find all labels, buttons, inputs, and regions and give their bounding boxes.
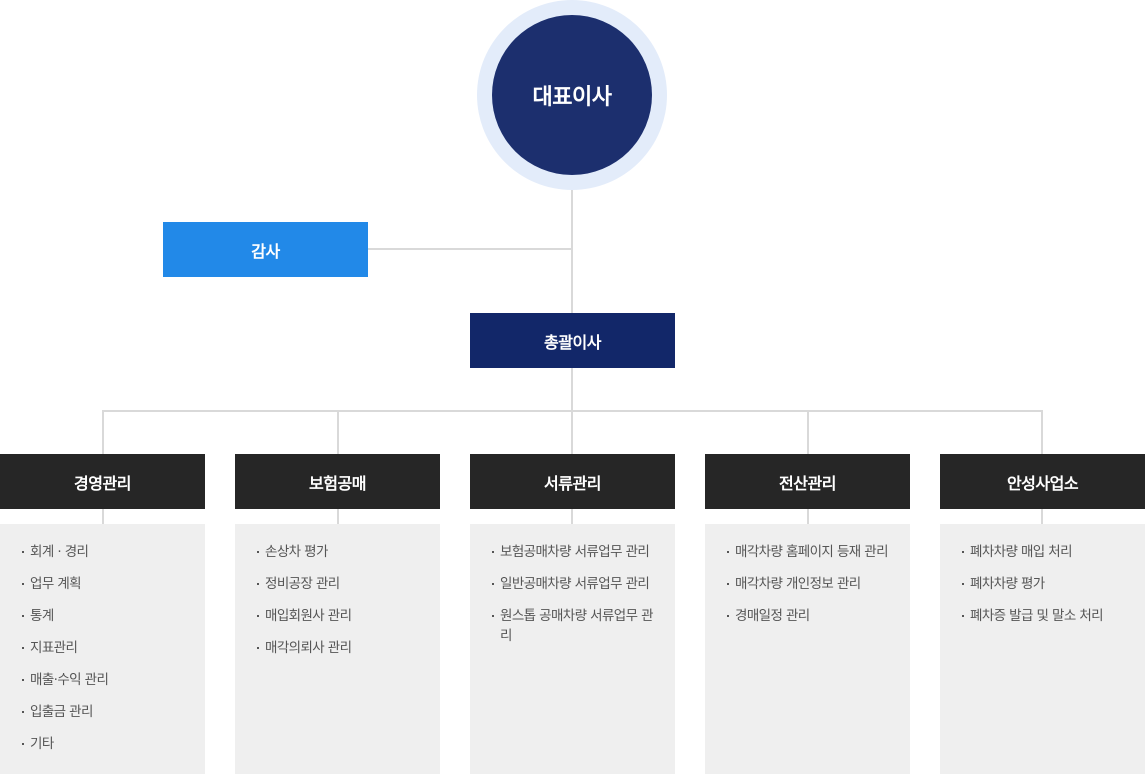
duty-item: 통계 bbox=[22, 606, 191, 626]
duty-item: 폐차증 발급 및 말소 처리 bbox=[962, 606, 1131, 626]
department-insurance-auction-duties: 손상차 평가 정비공장 관리 매입회원사 관리 매각의뢰사 관리 bbox=[235, 524, 440, 774]
connector-ceo-to-gm bbox=[571, 190, 573, 313]
department-documents-node: 서류관리 bbox=[470, 454, 675, 509]
duty-item: 지표관리 bbox=[22, 638, 191, 658]
connector-panel-5 bbox=[1041, 509, 1043, 524]
duty-item: 매각차량 홈페이지 등재 관리 bbox=[727, 542, 896, 562]
duty-item: 폐차차량 매입 처리 bbox=[962, 542, 1131, 562]
connector-panel-2 bbox=[337, 509, 339, 524]
department-anseong-node: 안성사업소 bbox=[940, 454, 1145, 509]
duty-item: 정비공장 관리 bbox=[257, 574, 426, 594]
duty-item: 업무 계획 bbox=[22, 574, 191, 594]
department-anseong-duties: 폐차차량 매입 처리 폐차차량 평가 폐차증 발급 및 말소 처리 bbox=[940, 524, 1145, 774]
department-management-node: 경영관리 bbox=[0, 454, 205, 509]
duty-item: 매출·수익 관리 bbox=[22, 670, 191, 690]
duty-item: 기타 bbox=[22, 734, 191, 754]
connector-drop-1 bbox=[102, 410, 104, 454]
general-director-node: 총괄이사 bbox=[470, 313, 675, 368]
duty-item: 매입회원사 관리 bbox=[257, 606, 426, 626]
duty-item: 회계 · 경리 bbox=[22, 542, 191, 562]
connector-panel-1 bbox=[102, 509, 104, 524]
connector-panel-3 bbox=[571, 509, 573, 524]
connector-drop-4 bbox=[807, 410, 809, 454]
duty-item: 매각의뢰사 관리 bbox=[257, 638, 426, 658]
duty-item: 매각차량 개인정보 관리 bbox=[727, 574, 896, 594]
department-documents-duties: 보험공매차량 서류업무 관리 일반공매차량 서류업무 관리 원스톱 공매차량 서… bbox=[470, 524, 675, 774]
connector-drop-2 bbox=[337, 410, 339, 454]
department-management-duties: 회계 · 경리 업무 계획 통계 지표관리 매출·수익 관리 입출금 관리 기타 bbox=[0, 524, 205, 774]
connector-drop-5 bbox=[1041, 410, 1043, 454]
department-it-node: 전산관리 bbox=[705, 454, 910, 509]
duty-item: 경매일정 관리 bbox=[727, 606, 896, 626]
duty-item: 입출금 관리 bbox=[22, 702, 191, 722]
duty-item: 손상차 평가 bbox=[257, 542, 426, 562]
duty-item: 보험공매차량 서류업무 관리 bbox=[492, 542, 661, 562]
duty-item: 일반공매차량 서류업무 관리 bbox=[492, 574, 661, 594]
department-insurance-auction-node: 보험공매 bbox=[235, 454, 440, 509]
duty-item: 폐차차량 평가 bbox=[962, 574, 1131, 594]
ceo-node: 대표이사 bbox=[492, 15, 652, 175]
connector-auditor bbox=[368, 248, 572, 250]
auditor-node: 감사 bbox=[163, 222, 368, 277]
duty-item: 원스톱 공매차량 서류업무 관리 bbox=[492, 606, 661, 646]
department-it-duties: 매각차량 홈페이지 등재 관리 매각차량 개인정보 관리 경매일정 관리 bbox=[705, 524, 910, 774]
connector-panel-4 bbox=[807, 509, 809, 524]
connector-gm-down bbox=[571, 368, 573, 411]
connector-drop-3 bbox=[571, 410, 573, 454]
